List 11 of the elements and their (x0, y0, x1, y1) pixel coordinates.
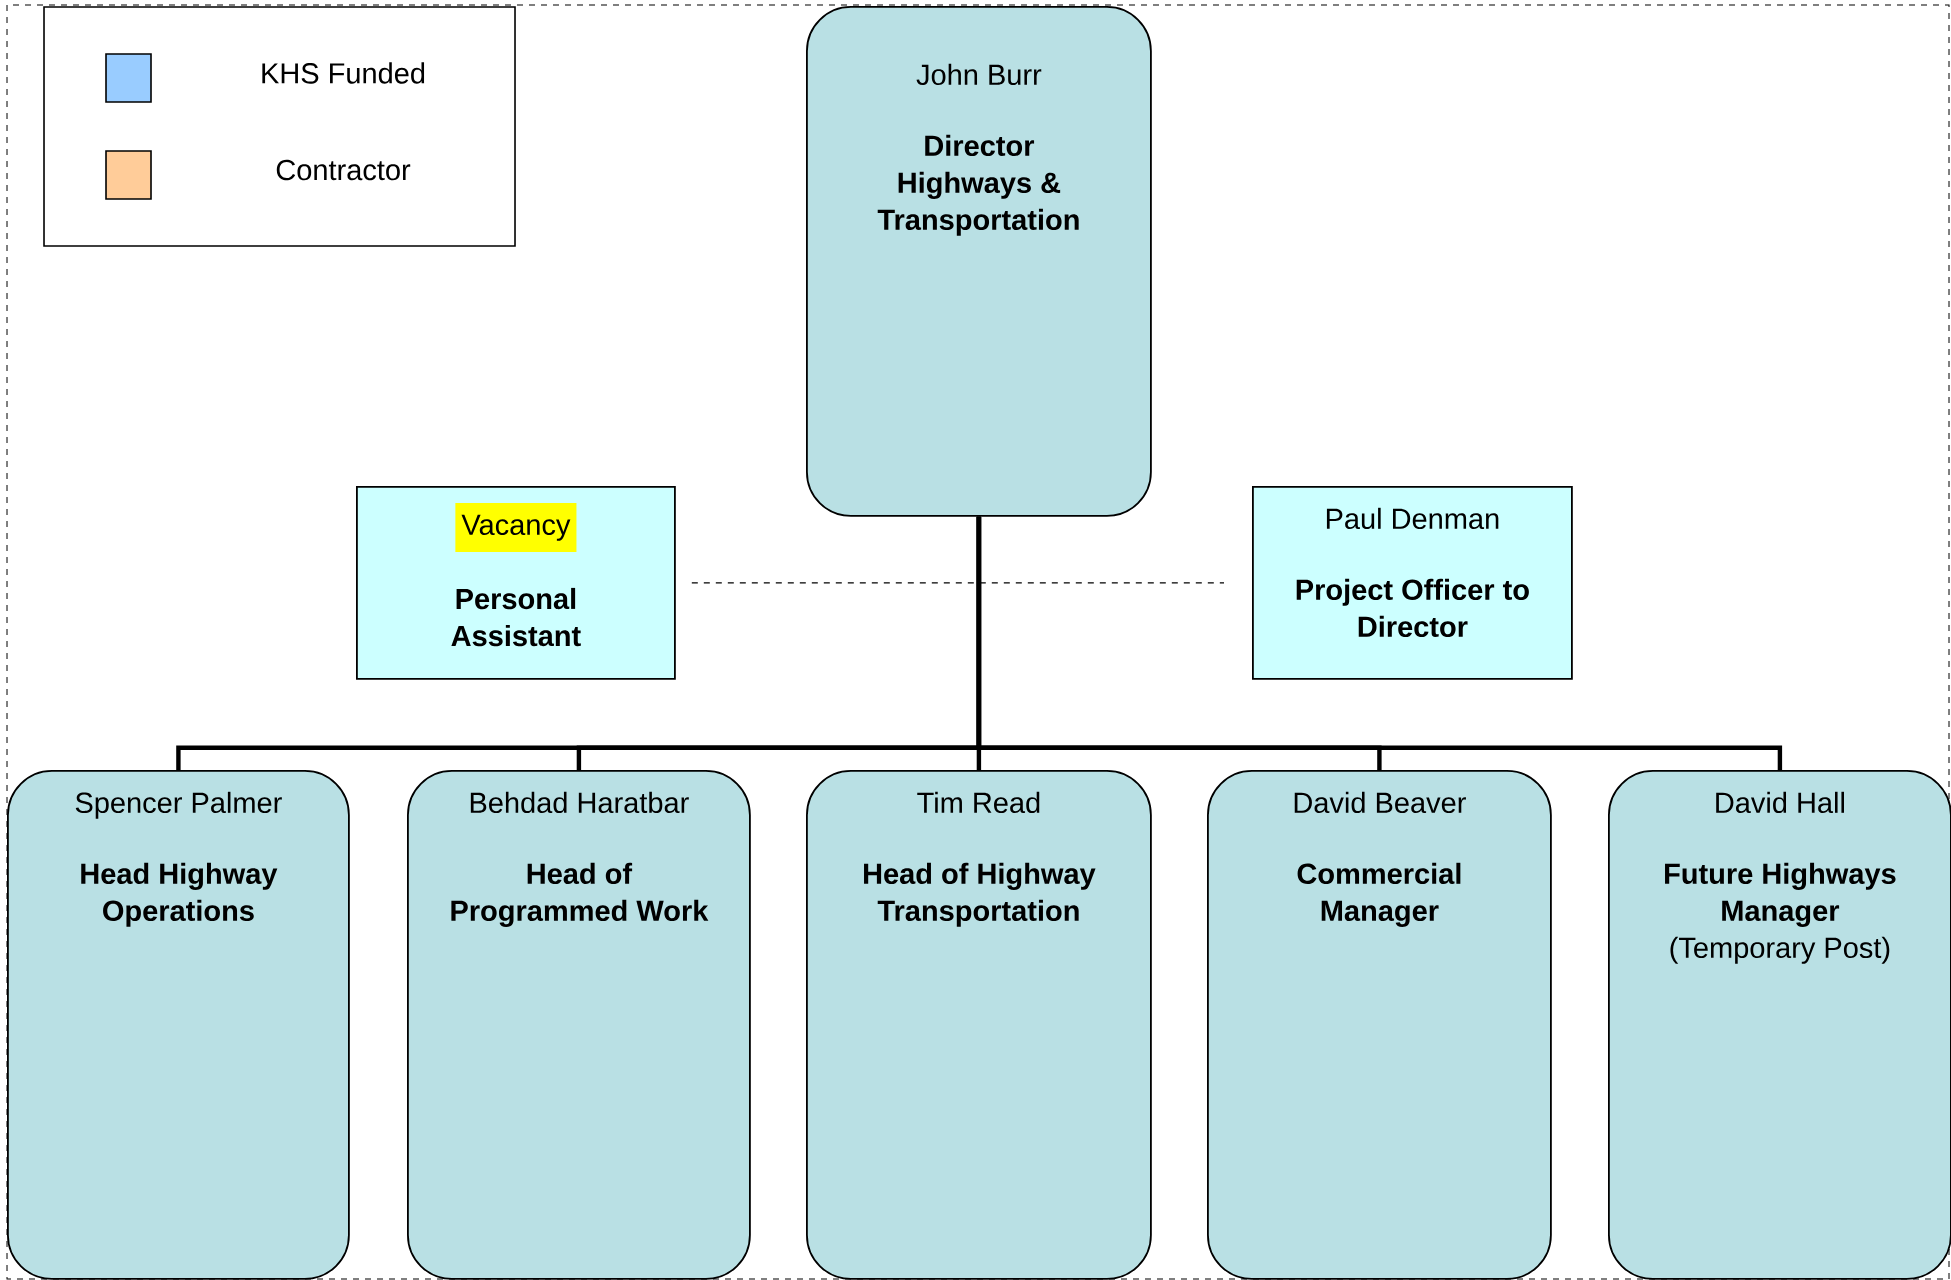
staff-box: Paul Denman Project Officer to Director (1252, 486, 1573, 680)
legend-label: KHS Funded (262, 62, 425, 84)
person-box: Behdad Haratbar Head of Programmed Work (407, 770, 751, 1280)
staff-box: Vacancy Personal Assistant (356, 486, 676, 680)
person-box: David Beaver Commercial Manager (1207, 770, 1552, 1280)
person-box: David Hall Future Highways Manager (Temporary Post) (1608, 770, 1951, 1280)
person-box: Tim Read Head of Highway Transportation (806, 770, 1152, 1280)
legend-label: Contractor (276, 159, 411, 181)
person-box: John Burr Director Highways & Transportation (806, 6, 1152, 517)
person-box: Spencer Palmer Head Highway Operations (7, 770, 350, 1280)
connector-line (976, 516, 1783, 770)
